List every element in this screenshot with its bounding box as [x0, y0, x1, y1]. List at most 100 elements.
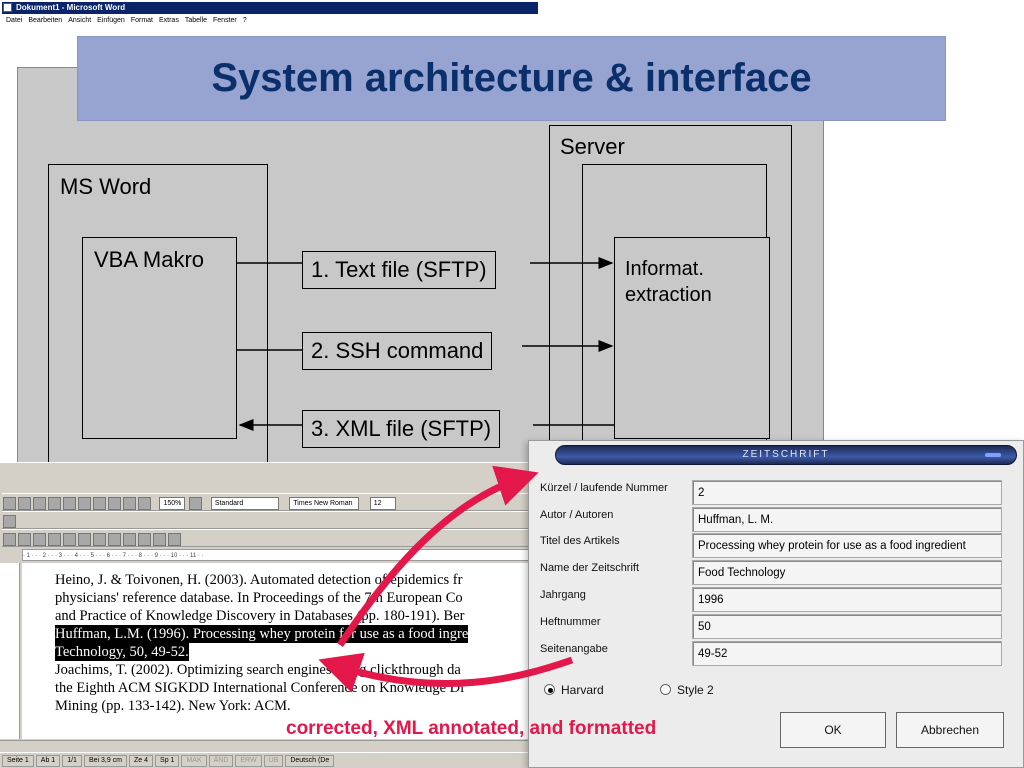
word-secondary-toolbar — [2, 511, 538, 529]
vba-makro-label: VBA Makro — [94, 247, 205, 272]
menu-einfuegen[interactable]: Einfügen — [97, 17, 125, 24]
word-app-icon — [3, 3, 12, 12]
menu-fenster[interactable]: Fenster — [213, 17, 237, 24]
reference-line: Mining (pp. 133-142). New York: ACM. — [55, 698, 291, 714]
field-label-jahrgang: Jahrgang — [540, 589, 586, 601]
word-standard-toolbar: 150% Standard Times New Roman 12 — [2, 493, 538, 511]
ok-button[interactable]: OK — [780, 712, 886, 748]
heftnummer-field[interactable]: 50 — [692, 614, 1002, 639]
toolbar-icon[interactable] — [3, 515, 16, 528]
forms-edit-icon[interactable] — [18, 533, 31, 546]
info-extraction-text: Informat. extraction — [625, 258, 712, 306]
vertical-ruler — [0, 563, 20, 739]
info-extraction-label: Informat. extraction — [625, 256, 765, 308]
forms-icon[interactable] — [3, 533, 16, 546]
print-icon[interactable] — [48, 497, 61, 510]
text-icon[interactable] — [138, 533, 151, 546]
horizontal-scrollbar[interactable] — [0, 740, 540, 751]
copy-icon[interactable] — [78, 497, 91, 510]
status-and: ÄND — [208, 755, 234, 767]
status-position: Bei 3,9 cm — [83, 755, 128, 767]
status-column: Sp 1 — [155, 755, 180, 767]
paste-icon[interactable] — [93, 497, 106, 510]
status-erw: ERW — [235, 755, 262, 767]
shading-icon[interactable] — [123, 533, 136, 546]
frame-icon[interactable] — [108, 533, 121, 546]
titel-field[interactable]: Processing whey protein for use as a foo… — [692, 533, 1002, 558]
new-doc-icon[interactable] — [3, 497, 16, 510]
field-label-zeitschrift: Name der Zeitschrift — [540, 562, 640, 574]
status-mak: MAK — [181, 755, 207, 767]
field-label-kuerzel: Kürzel / laufende Nummer — [540, 482, 668, 494]
style-select[interactable]: Standard — [210, 497, 279, 510]
arrow-word-to-dialog — [337, 465, 539, 647]
info-extraction-box — [614, 237, 770, 439]
checkbox-icon[interactable] — [33, 533, 46, 546]
status-pages: 1/1 — [62, 755, 82, 767]
menu-ansicht[interactable]: Ansicht — [68, 17, 92, 24]
reference-line: physicians' reference database. In Proce… — [55, 590, 463, 606]
save-icon[interactable] — [33, 497, 46, 510]
radio-style2[interactable] — [660, 684, 671, 695]
menu-format[interactable]: Format — [130, 17, 153, 24]
field-label-autor: Autor / Autoren — [540, 509, 614, 521]
seitenangabe-field[interactable]: 49-52 — [692, 641, 1002, 666]
status-line: Ze 4 — [129, 755, 154, 767]
undo-icon[interactable] — [108, 497, 121, 510]
jahrgang-field[interactable]: 1996 — [692, 587, 1002, 612]
title-banner — [78, 37, 945, 120]
menu-help[interactable]: ? — [242, 17, 247, 24]
caption-text: corrected, XML annotated, and formatted — [286, 718, 657, 739]
ms-word-label: MS Word — [60, 174, 152, 199]
list-icon[interactable] — [63, 533, 76, 546]
grid-icon[interactable] — [93, 533, 106, 546]
dialog-close-icon[interactable] — [985, 453, 1001, 457]
status-section: Ab 1 — [35, 755, 61, 767]
step1-label: 1. Text file (SFTP) — [302, 251, 496, 289]
table-icon[interactable] — [123, 497, 136, 510]
open-icon[interactable] — [18, 497, 31, 510]
font-select[interactable]: Times New Roman — [289, 497, 360, 510]
radio-style2-label: Style 2 — [677, 683, 714, 697]
vba-makro-box — [82, 237, 237, 439]
dialog-titlebar[interactable] — [555, 445, 1017, 465]
server-label: Server — [560, 134, 625, 159]
radio-harvard[interactable] — [544, 684, 555, 695]
font-size-select[interactable]: 12 — [369, 497, 396, 510]
step3-label: 3. XML file (SFTP) — [302, 410, 501, 448]
tools-icon[interactable] — [168, 533, 181, 546]
preview-icon[interactable] — [63, 497, 76, 510]
autor-field[interactable]: Huffman, L. M. — [692, 507, 1002, 532]
pilcrow-icon[interactable] — [138, 497, 151, 510]
radio-harvard-label: Harvard — [561, 683, 604, 697]
menu-extras[interactable]: Extras — [158, 17, 179, 24]
document-area[interactable]: Heino, J. & Toivonen, H. (2003). Automat… — [22, 563, 538, 739]
field-icon[interactable] — [48, 533, 61, 546]
word-titlebar: Dokument1 - Microsoft Word — [2, 2, 538, 14]
zeitschrift-field[interactable]: Food Technology — [692, 560, 1002, 585]
word-title-text: Dokument1 - Microsoft Word — [16, 3, 126, 12]
image-icon[interactable] — [153, 533, 166, 546]
field-label-titel: Titel des Artikels — [540, 535, 620, 547]
help-icon[interactable] — [189, 497, 203, 510]
menu-bearbeiten[interactable]: Bearbeiten — [28, 17, 63, 24]
word-menubar: Datei Bearbeiten Ansicht Einfügen Format Extr… — [2, 16, 253, 26]
menu-tabelle[interactable]: Tabelle — [184, 17, 208, 24]
reference-line-highlighted: Technology, 50, 49-52. — [55, 643, 189, 661]
radio-icon[interactable] — [78, 533, 91, 546]
cancel-button[interactable]: Abbrechen — [896, 712, 1004, 748]
status-page: Seite 1 — [2, 755, 34, 767]
word-forms-toolbar — [2, 529, 538, 547]
zoom-select[interactable]: 150% — [159, 497, 186, 510]
kuerzel-field[interactable]: 2 — [692, 480, 1002, 505]
slide-title: System architecture & interface — [211, 56, 812, 100]
dialog-title: ZEITSCHRIFT — [742, 449, 830, 460]
menu-datei[interactable]: Datei — [6, 17, 23, 24]
status-language: Deutsch (De — [285, 755, 335, 767]
status-ub: ÜB — [263, 755, 284, 767]
field-label-seitenangabe: Seitenangabe — [540, 643, 608, 655]
reference-line: Heino, J. & Toivonen, H. (2003). Automat… — [55, 572, 463, 588]
